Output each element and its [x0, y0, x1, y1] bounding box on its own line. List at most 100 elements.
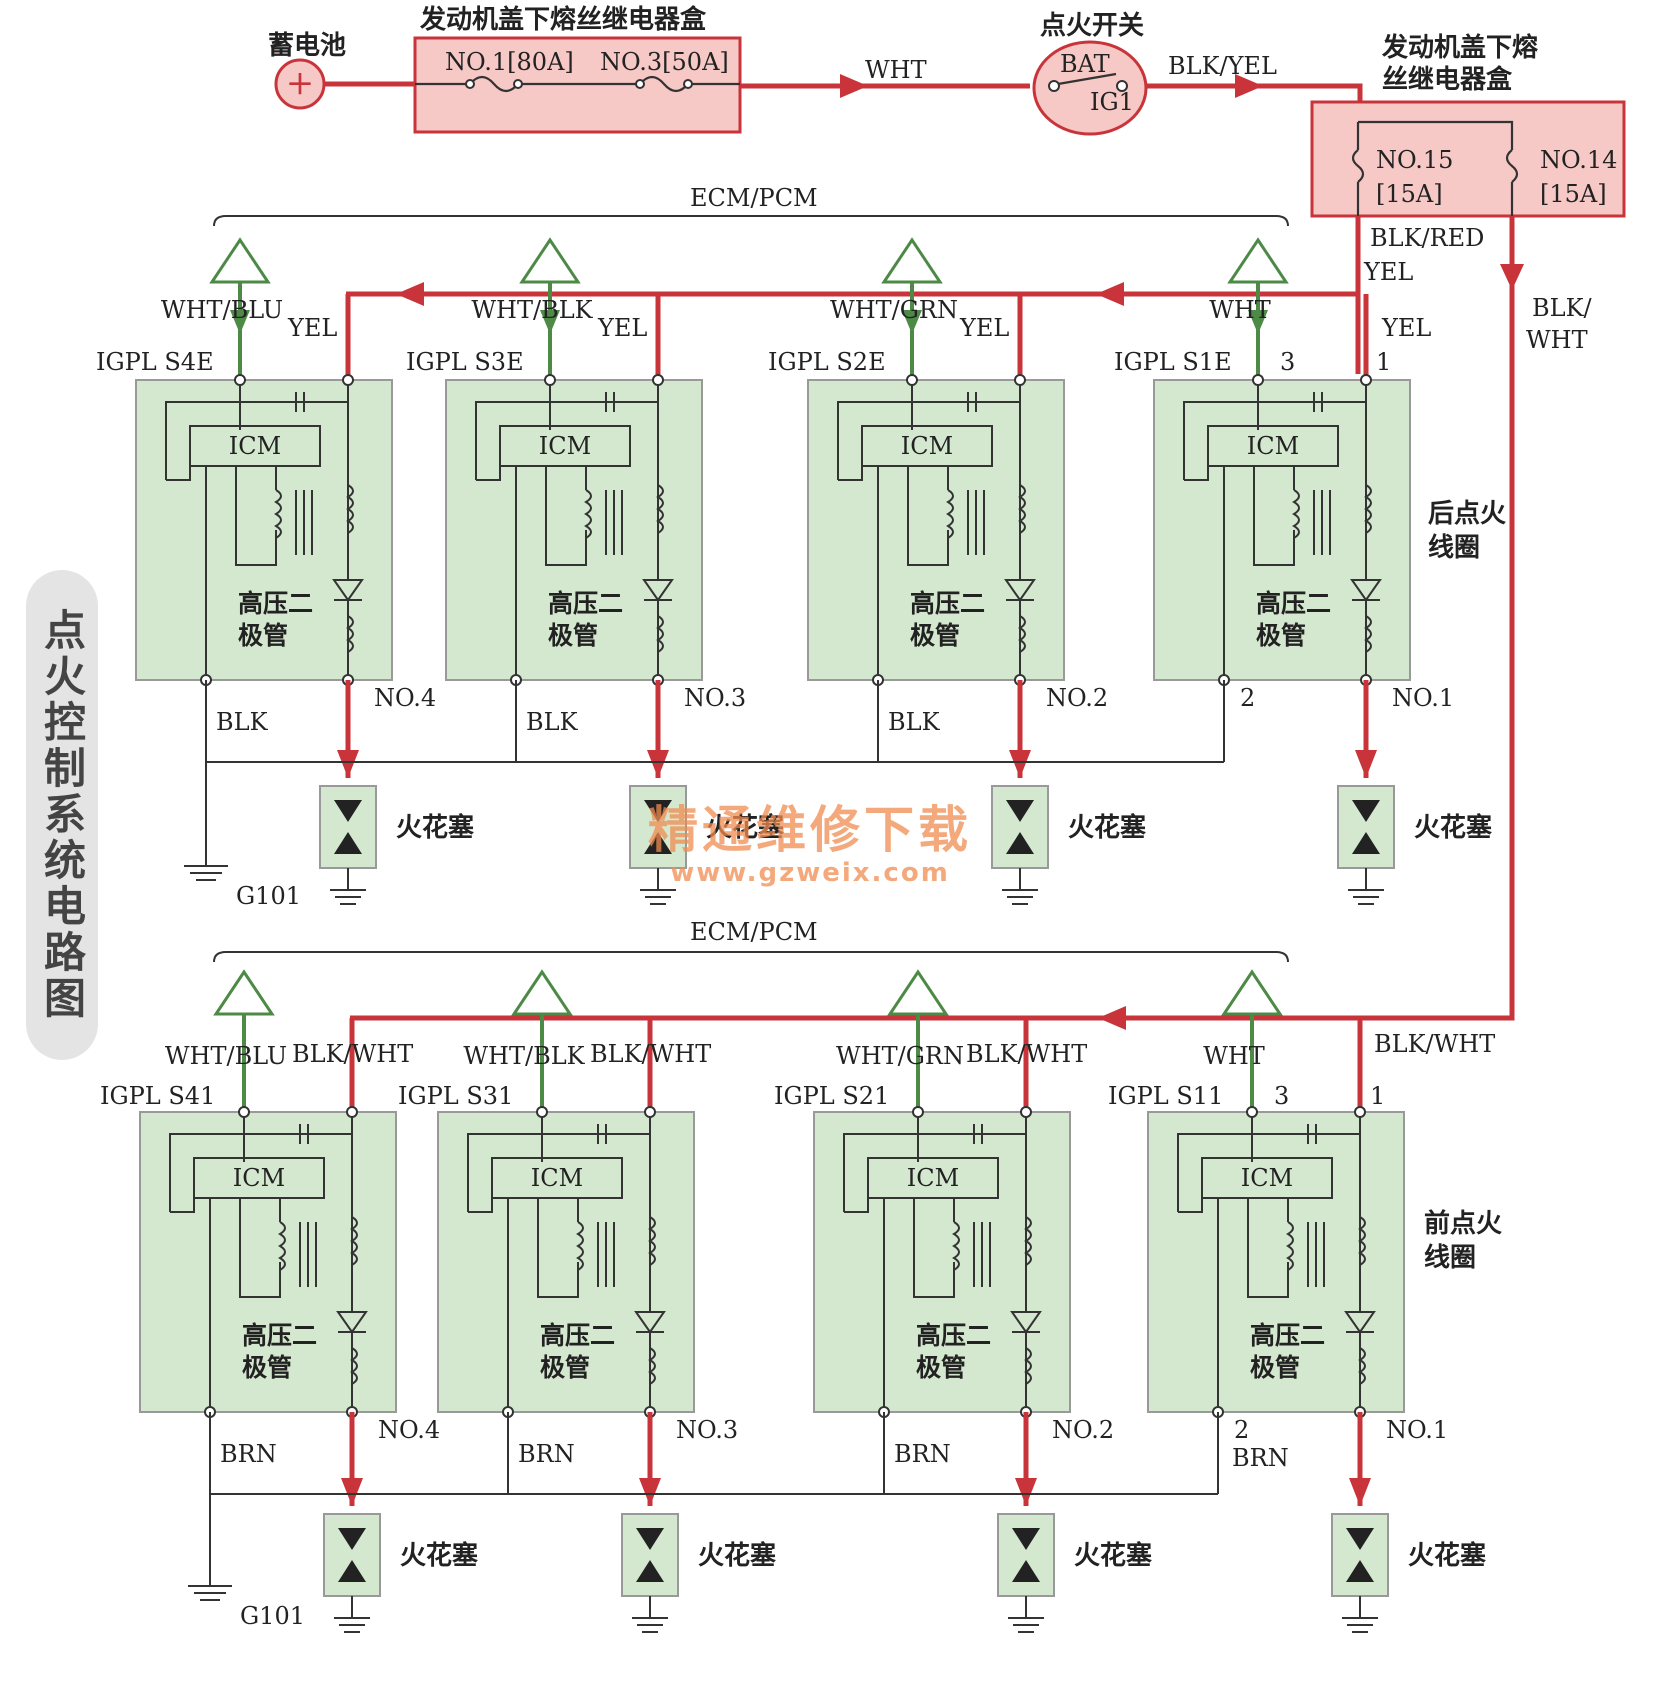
power-wire-label: BLK/WHT: [292, 1040, 413, 1068]
ground-wire-label: BLK: [888, 708, 941, 736]
hv-diode-icon: [336, 1311, 368, 1334]
ignition-switch: 点火开关 BAT IG1: [1032, 10, 1148, 136]
ecm-label-rear: ECM/PCM: [690, 184, 818, 212]
right-fuse-box-label-2: 丝继电器盒: [1382, 64, 1513, 95]
hv-output-arrow: [1015, 1478, 1037, 1506]
hv-output-arrow: [1009, 750, 1031, 778]
power-wire-label: BLK/WHT: [966, 1040, 1087, 1068]
signal-arrow-icon: [540, 310, 560, 334]
icm-label: ICM: [233, 1164, 285, 1192]
spark-plug-label: 火花塞: [1408, 1540, 1486, 1571]
hv-output-arrow: [639, 1478, 661, 1506]
power-wire-label: YEL: [959, 314, 1009, 342]
front-feed-arrow: [1500, 264, 1524, 290]
battery-label: 蓄电池: [268, 31, 346, 61]
ground-wire-label: BRN: [220, 1440, 277, 1468]
ecm-terminal-icon: [1221, 969, 1283, 1016]
wht-wire-arrow: [840, 74, 868, 98]
icm-label: ICM: [1247, 432, 1299, 460]
front-coil-group-label-1: 前点火: [1424, 1208, 1502, 1239]
hv-diode-icon: [634, 1311, 666, 1334]
ecm-terminal-icon: [209, 237, 271, 284]
hv-diode-label-1: 高压二: [242, 1321, 317, 1350]
hv-diode-label-1: 高压二: [238, 589, 313, 618]
ecm-terminal-icon: [887, 969, 949, 1016]
signal-wire-label: WHT: [1203, 1042, 1265, 1070]
main-fuse-box-label: 发动机盖下熔丝继电器盒: [419, 4, 707, 35]
hv-diode-icon: [1350, 579, 1382, 602]
ground-wire-label: BRN: [894, 1440, 951, 1468]
rear-bus-arrow-2: [396, 282, 424, 306]
ground-g101-icon: [184, 865, 228, 881]
blk-yel-arrow: [1235, 74, 1263, 98]
front-power-bus: [350, 216, 1515, 1021]
hv-diode-label-1: 高压二: [916, 1321, 991, 1350]
icm-label: ICM: [229, 432, 281, 460]
icm-box: [1201, 1157, 1333, 1199]
cylinder-number: NO.1: [1392, 684, 1454, 712]
front-feed-label: BLK/WHT: [1374, 1030, 1495, 1058]
ecm-bracket-rear: [213, 215, 1289, 227]
signal-wire-label: WHT/GRN: [836, 1042, 964, 1070]
hv-output-arrow: [1355, 750, 1377, 778]
fuse-no15-rating: [15A]: [1376, 180, 1443, 208]
icm-box: [189, 425, 321, 467]
hv-diode-label-1: 高压二: [1250, 1321, 1325, 1350]
hv-output-arrow: [337, 750, 359, 778]
cylinder-number: NO.3: [676, 1416, 738, 1444]
cylinder-number: NO.1: [1386, 1416, 1448, 1444]
cylinder-number: NO.4: [378, 1416, 440, 1444]
pin-3-label: 3: [1280, 348, 1295, 376]
cylinder-number: NO.3: [684, 684, 746, 712]
icm-box: [491, 1157, 623, 1199]
power-wire-label: BLK/WHT: [590, 1040, 711, 1068]
fuse-no1-label: NO.1[80A]: [445, 48, 574, 76]
yel-feed-label: YEL: [1363, 258, 1413, 286]
hv-diode-label-2: 极管: [548, 621, 598, 650]
spark-plug-label: 火花塞: [1414, 812, 1492, 843]
spark-plug-icon: [997, 1513, 1055, 1633]
spark-plug-label: 火花塞: [396, 812, 474, 843]
rear-bus-arrow-1: [1096, 282, 1124, 306]
pin-label: IGPL S3E: [406, 348, 524, 376]
fuse-no15-label: NO.15: [1376, 146, 1453, 174]
front-coil-group-label-2: 线圈: [1424, 1243, 1476, 1273]
spark-plug-icon: [319, 785, 377, 905]
ignition-switch-ig1: IG1: [1090, 88, 1134, 116]
spark-plug-label: 火花塞: [706, 812, 784, 843]
hv-diode-icon: [1010, 1311, 1042, 1334]
hv-diode-label-2: 极管: [1250, 1353, 1300, 1382]
ecm-label-front: ECM/PCM: [690, 918, 818, 946]
right-fuse-box-label-1: 发动机盖下熔: [1381, 32, 1539, 63]
hv-diode-label-2: 极管: [916, 1353, 966, 1382]
spark-plug-icon: [1331, 1513, 1389, 1633]
icm-box: [499, 425, 631, 467]
ground-wire-label: BRN: [1232, 1444, 1289, 1472]
icm-box: [861, 425, 993, 467]
icm-box: [193, 1157, 325, 1199]
pin-1-label: 1: [1370, 1082, 1385, 1110]
cylinder-number: NO.2: [1052, 1416, 1114, 1444]
ignition-switch-bat: BAT: [1060, 50, 1110, 78]
spark-plug-label: 火花塞: [698, 1540, 776, 1571]
fuse-no14-label: NO.14: [1540, 146, 1617, 174]
ecm-terminal-icon: [881, 237, 943, 284]
battery-plus-symbol: +: [286, 63, 315, 103]
icm-label: ICM: [907, 1164, 959, 1192]
pin-label: IGPL S2E: [768, 348, 886, 376]
hv-diode-label-1: 高压二: [548, 589, 623, 618]
spark-plug-label: 火花塞: [1074, 1540, 1152, 1571]
ground-g101-label: G101: [240, 1602, 305, 1630]
pin-1-label: 1: [1376, 348, 1391, 376]
icm-box: [867, 1157, 999, 1199]
spark-plug-icon: [1337, 785, 1395, 905]
pin-3-label: 3: [1274, 1082, 1289, 1110]
signal-wire-label: WHT/GRN: [830, 296, 958, 324]
ignition-switch-label: 点火开关: [1040, 10, 1144, 41]
